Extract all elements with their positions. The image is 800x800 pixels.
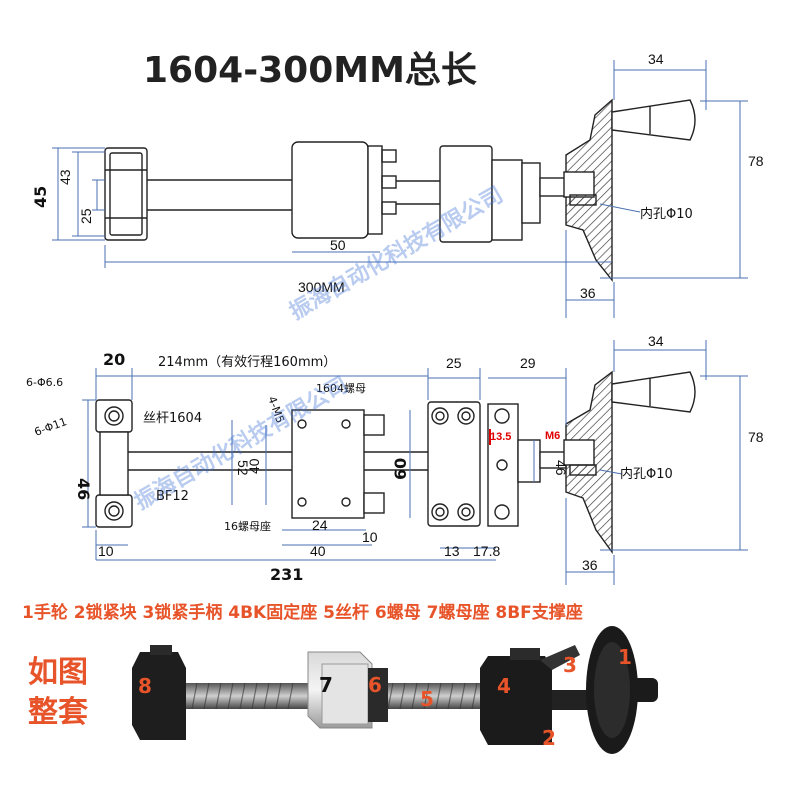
marker-13-5 [489,429,491,445]
dim-36-bottom: 36 [582,557,598,573]
dim-10-a: 10 [98,543,114,559]
top-view [104,98,696,282]
dim-25-bottom: 25 [446,355,462,371]
dim-40-vertical: 40 [246,458,262,474]
dim-34-top: 34 [648,51,664,67]
dim-40-horizontal: 40 [310,543,326,559]
dim-13-5: 13.5 [490,431,511,443]
m6-label: M6 [545,430,560,442]
dim-50-top: 50 [330,237,346,253]
dim-13: 13 [444,543,460,559]
page-title: 1604-300MM总长 [143,50,477,91]
photo-num-4: 4 [497,674,511,698]
dim-43-top: 43 [57,169,73,185]
photo-num-7: 7 [319,673,333,697]
bottom-view [95,370,696,555]
photo-num-6: 6 [368,673,382,697]
photo-label-line2: 整套 [28,695,88,730]
bf-label: BF12 [156,489,189,504]
hole-11-label: 6-Φ11 [33,415,69,439]
screw-label: 丝杆1604 [143,411,202,426]
dim-231: 231 [270,565,303,584]
dim-78-top: 78 [748,153,764,169]
dim-300-top: 300MM [298,279,345,295]
photo-num-2: 2 [542,726,556,750]
photo-num-1: 1 [618,645,632,669]
dim-46-right: 46 [553,460,569,476]
nut-label: 1604螺母 [316,382,366,395]
dim-46-left: 46 [74,478,93,500]
dim-60: 60 [391,458,410,480]
dim-34-bottom: 34 [648,333,664,349]
nut-seat-label: 16螺母座 [224,519,271,533]
product-photo: 如图 整套 8 7 6 5 [28,626,658,754]
dim-78-bottom: 78 [748,429,764,445]
dim-29-bottom: 29 [520,355,536,371]
bottom-view-dimensions [82,340,748,585]
dim-17-8: 17.8 [473,543,500,559]
dim-24: 24 [312,517,328,533]
hole-6-6-label: 6-Φ6.6 [26,376,63,389]
stroke-label: 214mm（有效行程160mm） [158,355,336,370]
photo-num-3: 3 [563,653,577,677]
photo-label-line1: 如图 [28,655,88,690]
parts-legend: 1手轮 2锁紧块 3锁紧手柄 4BK固定座 5丝杆 6螺母 7螺母座 8BF支撑… [22,602,583,623]
photo-num-8: 8 [138,674,152,698]
top-view-dimensions [52,60,748,318]
dim-45-top: 45 [31,186,50,208]
hole-label-bottom: 内孔Φ10 [620,466,673,482]
dim-36-top: 36 [580,285,596,301]
photo-num-5: 5 [420,687,434,711]
dim-20-bottom: 20 [103,350,125,369]
hole-label-top: 内孔Φ10 [640,206,693,222]
dim-25-top: 25 [78,208,94,224]
dim-52: 52 [235,460,251,476]
dim-10-b: 10 [362,529,378,545]
